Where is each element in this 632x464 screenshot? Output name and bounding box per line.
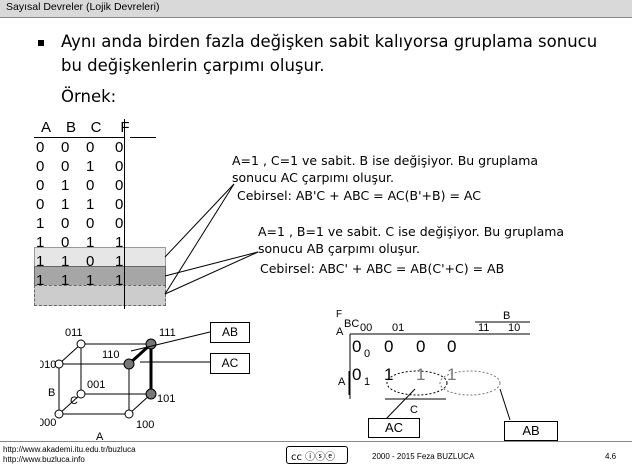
note1-line2: sonucu AC çarpımı oluşur. bbox=[232, 170, 394, 185]
footer-url-2[interactable]: http://www.buzluca.info bbox=[3, 455, 85, 464]
example-label: Örnek: bbox=[61, 87, 117, 106]
table-cell: 1 bbox=[61, 253, 70, 270]
table-header: C bbox=[90, 119, 102, 136]
cube-label-111: 111 bbox=[159, 327, 176, 339]
table-header-rule-f bbox=[130, 137, 156, 138]
table-cell: 1 bbox=[36, 234, 45, 251]
table-cell: 0 bbox=[61, 139, 70, 156]
table-cell: 0 bbox=[36, 177, 45, 194]
kmap-bottom-label: C bbox=[410, 404, 418, 416]
kmap-row-0: 0 bbox=[364, 348, 370, 360]
kmap-box-ab: AB bbox=[504, 421, 558, 441]
cube-label-000: 000 bbox=[40, 417, 56, 429]
note2-line2: sonucu AB çarpımı oluşur. bbox=[258, 241, 421, 256]
table-cell: 0 bbox=[36, 196, 45, 213]
table-divider bbox=[124, 119, 125, 309]
kmap-top-label: B bbox=[503, 310, 510, 322]
footer-copyright: 2000 - 2015 Feza BUZLUCA bbox=[372, 452, 475, 461]
kmap-col-00: 00 bbox=[360, 322, 372, 334]
cube-box-ab: AB bbox=[210, 322, 250, 343]
table-cell: 1 bbox=[86, 158, 95, 175]
kmap-col-11: 11 bbox=[478, 322, 489, 334]
bullet-line-2: bu değişkenlerin çarpımı oluşur. bbox=[61, 56, 325, 75]
table-cell: 1 bbox=[61, 272, 70, 289]
cc-license-badge: cc ⓘⓢⓔ bbox=[286, 446, 348, 464]
cube-label-010: 010 bbox=[40, 359, 56, 371]
note1-line1: A=1 , C=1 ve sabit. B ise değişiyor. Bu … bbox=[232, 153, 539, 168]
table-cell: 1 bbox=[86, 196, 95, 213]
table-cell: 1 bbox=[61, 177, 70, 194]
table-cell: 0 bbox=[36, 158, 45, 175]
kmap-left-label: A bbox=[338, 376, 346, 388]
course-title: Sayısal Devreler (Lojik Devreleri) bbox=[6, 1, 160, 13]
table-cell: 1 bbox=[115, 253, 124, 270]
note2-line1: A=1 , B=1 ve sabit. C ise değişiyor. Bu … bbox=[258, 224, 565, 239]
cube-diagram: 011 111 010 110 001 000 101 100 A B C bbox=[40, 327, 211, 443]
table-cell: 0 bbox=[86, 215, 95, 232]
table-header: B bbox=[65, 119, 76, 136]
footer-rule bbox=[0, 441, 632, 442]
note1-line3: Cebirsel: AB'C + ABC = AC(B'+B) = AC bbox=[237, 188, 481, 203]
highlight-row-111 bbox=[34, 285, 166, 306]
table-cell: 0 bbox=[86, 253, 95, 270]
kmap-box-ac: AC bbox=[368, 418, 420, 438]
kmap-col-10: 10 bbox=[508, 322, 520, 334]
kmap-cell: 0 bbox=[352, 365, 362, 384]
cube-axis-c: C bbox=[70, 395, 78, 407]
table-cell: 1 bbox=[61, 196, 70, 213]
cube-label-001: 001 bbox=[87, 379, 105, 391]
table-cell: 0 bbox=[61, 215, 70, 232]
kmap-cell: 1 bbox=[384, 365, 394, 384]
kmap-cell: 0 bbox=[352, 337, 362, 356]
table-cell: 1 bbox=[36, 272, 45, 289]
kmap-cell: 0 bbox=[447, 337, 457, 356]
cc-license-icon: cc ⓘⓢⓔ bbox=[291, 452, 336, 463]
table-cell: 0 bbox=[86, 177, 95, 194]
kmap-corner-bc: BC bbox=[344, 318, 359, 330]
kmap-cell: 1 bbox=[447, 365, 457, 384]
footer-page-number: 4.6 bbox=[605, 452, 617, 461]
cube-box-ac: AC bbox=[210, 353, 250, 374]
bullet-marker bbox=[38, 40, 44, 46]
kmap-cell: 0 bbox=[384, 337, 394, 356]
table-cell: 0 bbox=[61, 234, 70, 251]
table-cell: 1 bbox=[115, 272, 124, 289]
table-cell: 0 bbox=[115, 196, 124, 213]
table-cell: 1 bbox=[86, 272, 95, 289]
note2-line3: Cebirsel: ABC' + ABC = AB(C'+C) = AB bbox=[260, 261, 505, 276]
table-cell: 1 bbox=[86, 234, 95, 251]
kmap: F BC A B 00 01 11 10 0 A 1 C bbox=[336, 309, 530, 421]
table-header: A bbox=[40, 119, 51, 136]
table-cell: 1 bbox=[115, 234, 124, 251]
cube-label-110: 110 bbox=[102, 349, 120, 361]
kmap-cell: 1 bbox=[416, 365, 426, 384]
table-cell: 0 bbox=[61, 158, 70, 175]
cube-label-101: 101 bbox=[157, 393, 175, 405]
cube-label-011: 011 bbox=[65, 327, 83, 339]
cube-axis-b: B bbox=[48, 387, 55, 399]
kmap-row-1: 1 bbox=[364, 376, 370, 388]
cube-label-100: 100 bbox=[136, 419, 154, 431]
kmap-col-01: 01 bbox=[392, 322, 404, 334]
table-header-rule bbox=[34, 137, 124, 138]
kmap-cell: 0 bbox=[416, 337, 426, 356]
kmap-corner-f: F bbox=[336, 309, 342, 320]
bullet-line-1: Aynı anda birden fazla değişken sabit ka… bbox=[61, 32, 598, 51]
slide-header: Sayısal Devreler (Lojik Devreleri) bbox=[0, 0, 632, 18]
cube-axis-a: A bbox=[96, 431, 104, 443]
table-cell: 0 bbox=[36, 139, 45, 156]
table-cell: 0 bbox=[115, 177, 124, 194]
table-cell: 0 bbox=[115, 215, 124, 232]
table-cell: 0 bbox=[115, 158, 124, 175]
table-cell: 1 bbox=[36, 253, 45, 270]
table-cell: 0 bbox=[86, 139, 95, 156]
kmap-corner-a: A bbox=[336, 326, 344, 338]
table-cell: 0 bbox=[115, 139, 124, 156]
table-cell: 1 bbox=[36, 215, 45, 232]
footer-url-1[interactable]: http://www.akademi.itu.edu.tr/buzluca bbox=[3, 445, 136, 454]
